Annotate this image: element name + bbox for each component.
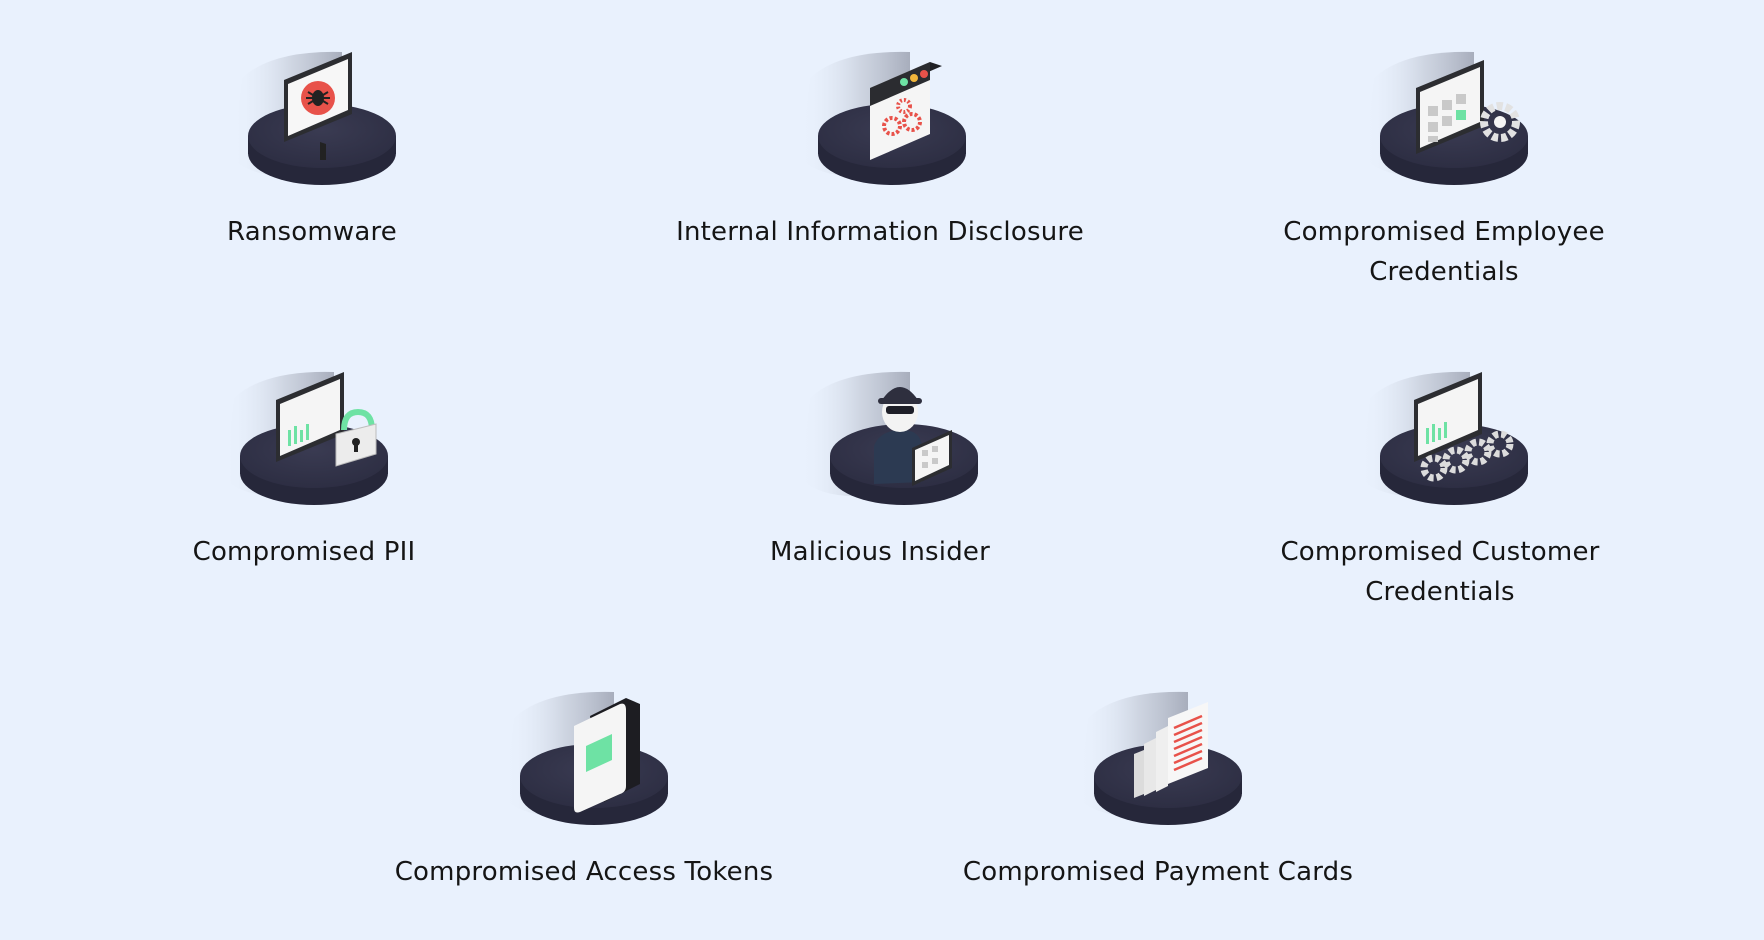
tile-label: Compromised Customer Credentials — [1280, 537, 1600, 607]
internal-disclosure-icon — [800, 51, 966, 185]
customer-credentials-icon — [1360, 371, 1528, 505]
pii-icon — [224, 371, 388, 505]
ransomware-icon — [232, 51, 396, 185]
tile-label: Internal Information Disclosure — [676, 217, 1084, 247]
tile-label: Ransomware — [227, 217, 397, 247]
tile-internal-information-disclosure: Internal Information Disclosure — [600, 48, 1160, 252]
tile-compromised-pii: Compromised PII — [24, 368, 584, 572]
tile-ransomware: Ransomware — [32, 48, 592, 252]
employee-credentials-icon — [1364, 51, 1528, 185]
malicious-insider-icon — [800, 371, 978, 505]
tile-label: Compromised Payment Cards — [962, 857, 1354, 887]
tile-compromised-payment-cards: Compromised Payment Cards — [878, 688, 1438, 892]
tile-compromised-access-tokens: Compromised Access Tokens — [304, 688, 864, 892]
tile-label: Malicious Insider — [769, 537, 991, 567]
tile-label: Compromised Employee Credentials — [1283, 217, 1605, 287]
tile-malicious-insider: Malicious Insider — [600, 368, 1160, 572]
payment-cards-icon — [1078, 691, 1242, 825]
tile-compromised-employee-credentials: Compromised Employee Credentials — [1164, 48, 1724, 292]
access-tokens-icon — [504, 691, 668, 825]
tile-label: Compromised PII — [192, 537, 416, 567]
tile-compromised-customer-credentials: Compromised Customer Credentials — [1160, 368, 1720, 612]
tile-label: Compromised Access Tokens — [394, 857, 774, 887]
